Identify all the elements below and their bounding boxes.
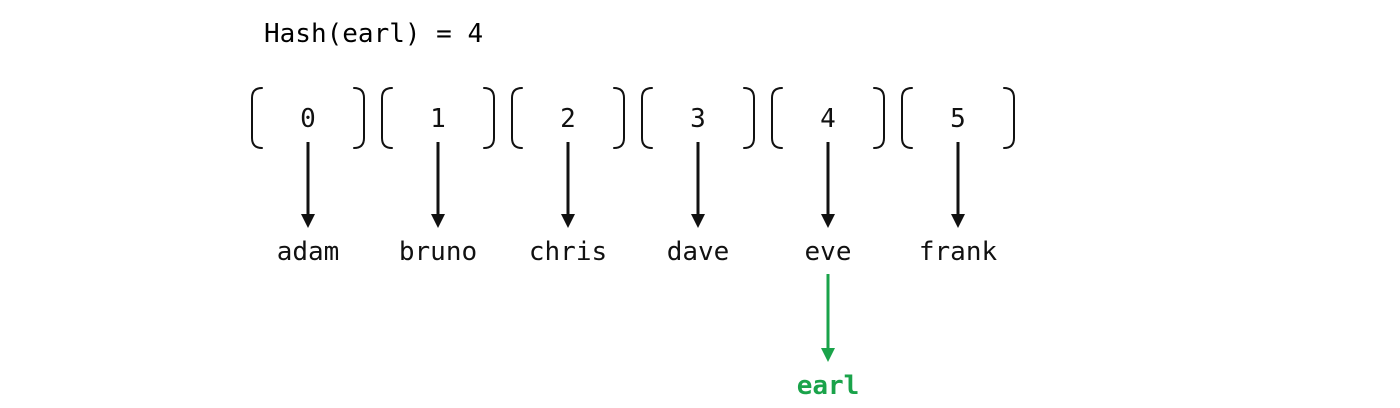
bucket-arrow-3	[691, 142, 705, 228]
bucket-arrow-2	[561, 142, 575, 228]
bucket-3: 3	[641, 87, 755, 149]
bucket-right-bracket	[1003, 87, 1015, 149]
bucket-entry-label: eve	[805, 237, 852, 267]
bucket-arrow-5-head	[951, 214, 965, 228]
bucket-entry-label: bruno	[399, 237, 477, 267]
bucket-index: 0	[300, 104, 316, 134]
bucket-entry-label: adam	[277, 237, 340, 267]
bucket-left-bracket	[771, 87, 783, 149]
bucket-arrow-0-head	[301, 214, 315, 228]
bucket-index: 2	[560, 104, 576, 134]
bucket-left-bracket	[901, 87, 913, 149]
chain-arrow	[821, 274, 835, 362]
bucket-index: 3	[690, 104, 706, 134]
bucket-array: 0 1 2 3 4 5	[251, 87, 1015, 149]
bucket-entries: adam bruno chris dave eve frank	[277, 237, 998, 267]
bucket-entry-label: frank	[919, 237, 998, 267]
bucket-right-bracket	[483, 87, 495, 149]
chain-arrow-head	[821, 348, 835, 362]
bucket-2: 2	[511, 87, 625, 149]
bucket-left-bracket	[381, 87, 393, 149]
bucket-left-bracket	[251, 87, 263, 149]
bucket-left-bracket	[511, 87, 523, 149]
bucket-right-bracket	[613, 87, 625, 149]
bucket-arrow-2-head	[561, 214, 575, 228]
chained-entry-label: earl	[797, 371, 860, 401]
bucket-5: 5	[901, 87, 1015, 149]
bucket-arrow-4-head	[821, 214, 835, 228]
bucket-entry-label: dave	[667, 237, 730, 267]
bucket-index: 4	[820, 104, 836, 134]
hash-equation-title: Hash(earl) = 4	[264, 19, 483, 49]
bucket-4: 4	[771, 87, 885, 149]
bucket-index: 5	[950, 104, 966, 134]
bucket-right-bracket	[743, 87, 755, 149]
bucket-arrow-0	[301, 142, 315, 228]
bucket-arrow-1-head	[431, 214, 445, 228]
bucket-arrow-3-head	[691, 214, 705, 228]
bucket-arrow-1	[431, 142, 445, 228]
bucket-entry-label: chris	[529, 237, 607, 267]
bucket-left-bracket	[641, 87, 653, 149]
bucket-index: 1	[430, 104, 446, 134]
bucket-right-bracket	[353, 87, 365, 149]
collision-chain: earl	[797, 274, 860, 401]
bucket-arrow-5	[951, 142, 965, 228]
bucket-0: 0	[251, 87, 365, 149]
bucket-arrows	[301, 142, 965, 228]
bucket-1: 1	[381, 87, 495, 149]
bucket-arrow-4	[821, 142, 835, 228]
bucket-right-bracket	[873, 87, 885, 149]
